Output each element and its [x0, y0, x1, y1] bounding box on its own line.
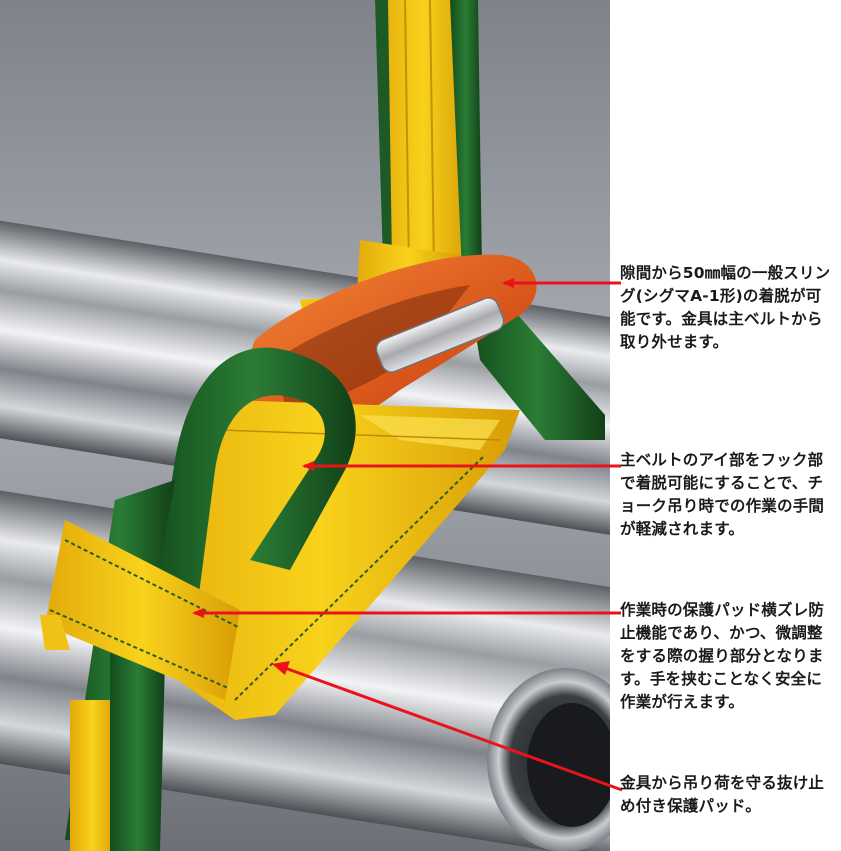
- main-belt-lower: [70, 700, 115, 851]
- green-belt-right: [470, 300, 605, 440]
- caption-protective-pad: 金具から吊り荷を守る抜け止め付き保護パッド。: [620, 774, 825, 815]
- caption-hook-eye: 主ベルトのアイ部をフック部で着脱可能にすることで、チョーク吊り時での作業の手間が…: [620, 451, 825, 538]
- silver-latch: [375, 297, 505, 373]
- caption-gap-release: 隙間から50㎜幅の一般スリング(シグマA-1形)の着脱が可能です。金具は主ベルト…: [620, 264, 831, 351]
- caption-pad-grip: 作業時の保護パッド横ズレ防止機能であり、かつ、微調整をする際の握り部分となります…: [620, 601, 825, 711]
- product-photo: [0, 0, 610, 851]
- main-belt-vertical: [375, 0, 482, 280]
